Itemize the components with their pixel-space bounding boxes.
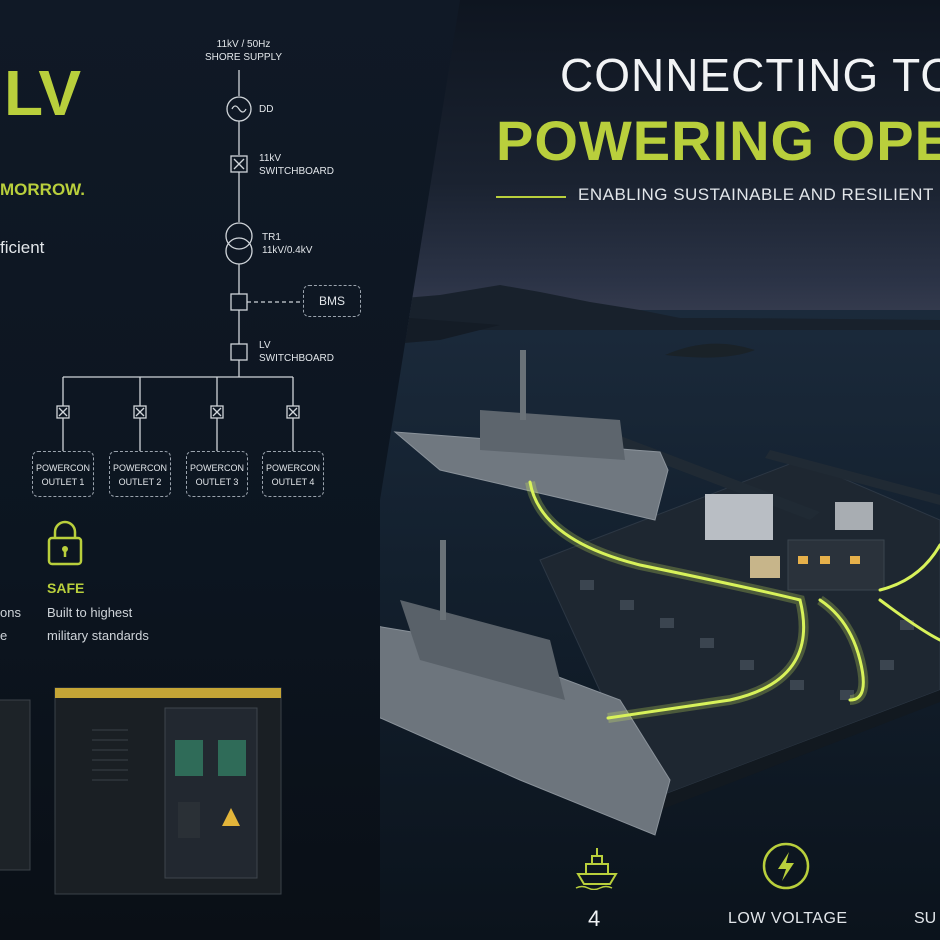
lock-icon (47, 520, 83, 566)
switchboard-11kv-voltage: 11kV (259, 153, 282, 164)
island (665, 343, 755, 358)
dd-label: DD (259, 104, 274, 115)
lv-switchboard-voltage: LV (259, 340, 271, 351)
warship-upper-superstructure (480, 410, 625, 460)
pier-edge (650, 690, 940, 812)
safe-description-1: Built to highest (47, 605, 133, 620)
lv-switchboard-label: LV SWITCHBOARD (259, 339, 334, 365)
powercon-outlet-4: POWERCON OUTLET 4 (262, 451, 324, 497)
control-cabinet (164, 707, 258, 879)
substation-building (787, 539, 885, 591)
low-voltage-label: LOW VOLTAGE (728, 910, 848, 927)
ship-count: 4 (588, 906, 601, 931)
cut-text-1: ons (0, 605, 21, 620)
switchboard-11kv-label: 11kV SWITCHBOARD (259, 152, 334, 178)
third-feature-fragment: SU (914, 910, 937, 927)
outlet-4-type: POWERCON (266, 463, 320, 473)
window-light (850, 556, 860, 564)
hero-subtitle: ENABLING SUSTAINABLE AND RESILIENT (578, 185, 934, 204)
tagline-fragment: MORROW. (0, 180, 85, 199)
switchboard-11kv-name: SWITCHBOARD (259, 166, 334, 177)
crate (750, 556, 780, 578)
supply-voltage: 11kV / 50Hz (216, 39, 271, 50)
transformer-ratio: 11kV/0.4kV (262, 245, 313, 256)
container-unit-left (0, 699, 31, 871)
powercon-outlet-3: POWERCON OUTLET 3 (186, 451, 248, 497)
transformer-id: TR1 (262, 232, 281, 243)
outlet-2-type: POWERCON (113, 463, 167, 473)
powercon-outlet-2: POWERCON OUTLET 2 (109, 451, 171, 497)
control-screen-2 (218, 740, 246, 776)
bms-box: BMS (303, 285, 361, 317)
control-screen-1 (175, 740, 203, 776)
warship-lower-superstructure (400, 600, 565, 700)
night-sky (380, 0, 940, 330)
single-line-diagram (56, 70, 303, 451)
safe-description-2: military standards (47, 628, 149, 643)
safe-title: SAFE (47, 580, 85, 596)
transformer-icon (225, 222, 253, 250)
warship-upper-mast (520, 350, 526, 420)
container-small (835, 502, 873, 530)
body-fragment: ficient (0, 238, 45, 257)
outlet-3-type: POWERCON (190, 463, 244, 473)
outlet-1-type: POWERCON (36, 463, 90, 473)
control-buttons (178, 802, 200, 838)
supply-name: SHORE SUPPLY (205, 52, 283, 63)
ac-wave (231, 105, 247, 113)
window-light (820, 556, 830, 564)
powercon-outlet-1: POWERCON OUTLET 1 (32, 451, 94, 497)
outlet-1-name: OUTLET 1 (41, 477, 85, 487)
breaker-icon (230, 343, 248, 361)
power-cables (528, 480, 940, 720)
warning-icon (222, 808, 240, 826)
ship-icon (575, 848, 618, 890)
hero-title-line1: CONNECTING TO (560, 49, 940, 101)
lv-switchboard-name: SWITCHBOARD (259, 353, 334, 364)
container-units (0, 687, 282, 895)
vent-grille (92, 729, 128, 781)
container-white (705, 494, 773, 540)
harbor-scene (380, 0, 940, 940)
outlet-3-name: OUTLET 3 (195, 477, 239, 487)
headline-fragment: LV (4, 57, 82, 129)
hazard-stripe (55, 688, 281, 698)
breaker-icon (230, 293, 248, 311)
jetty-right (765, 450, 940, 505)
cut-text-2: e (0, 628, 8, 643)
outlet-4-name: OUTLET 4 (271, 477, 315, 487)
headland (380, 300, 500, 345)
harbor-illustration (380, 285, 940, 836)
bollards (580, 580, 914, 700)
warship-lower-mast (440, 540, 446, 620)
cable-glow (525, 480, 869, 723)
hero-title-line2: POWERING OPE (496, 109, 940, 172)
shore-supply-label: 11kV / 50Hz SHORE SUPPLY (205, 38, 282, 64)
outlet-2-name: OUTLET 2 (118, 477, 162, 487)
subtitle-rule (496, 196, 566, 198)
transformer-label: TR1 11kV/0.4kV (262, 231, 312, 257)
window-light (798, 556, 808, 564)
lightning-icon (762, 842, 810, 890)
mountains (380, 285, 940, 330)
